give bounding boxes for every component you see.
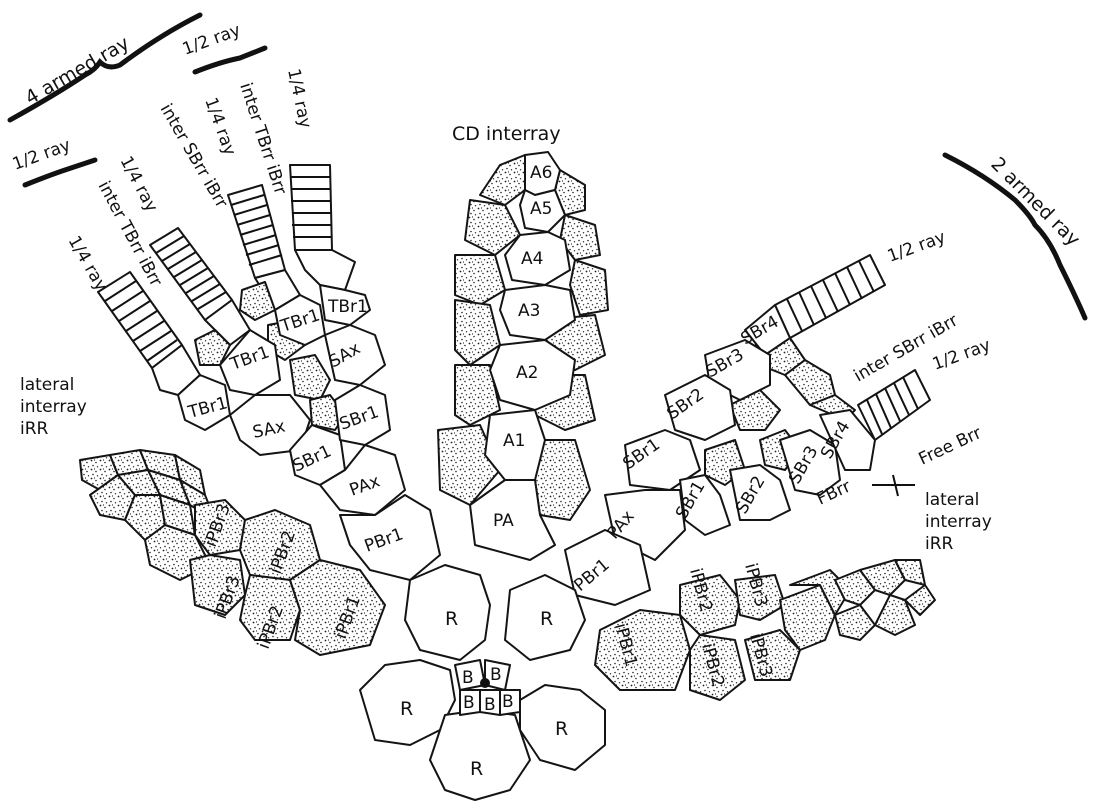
left-free-arm-1	[97, 271, 183, 369]
half-ray-right-label: 1/2 ray	[885, 227, 948, 266]
plate-A5	[519, 189, 566, 233]
plate-label: B	[463, 693, 475, 713]
two-armed-ray-label: 2 armed ray	[986, 153, 1084, 251]
calyx-base: R R R R R B B B B B	[359, 564, 606, 801]
plate-R	[404, 564, 491, 661]
plate-SBr2	[664, 374, 736, 441]
cd-side-plate	[464, 199, 521, 256]
four-armed-ray-bracket	[7, 12, 203, 123]
plate-SBr2	[729, 464, 791, 521]
plate-label: B	[484, 695, 496, 715]
plate-label: A1	[503, 431, 525, 451]
plate-iPBr1	[594, 609, 691, 691]
plate-iPBr2	[689, 634, 746, 701]
half-ray-left-bracket	[22, 157, 98, 188]
plate-SBr4	[744, 304, 791, 356]
plate-R	[359, 659, 456, 746]
plate-label: A6	[530, 163, 552, 183]
plate-R	[519, 684, 606, 771]
right-lateral-interray: iPBr3 iPBr2 iPBr1 iPBr2 iPBr3	[594, 559, 936, 701]
cd-side-plate	[437, 424, 501, 506]
inter-tbrr-label: inter TBrr iBrr	[235, 80, 290, 197]
interbrachial-plate	[239, 281, 276, 321]
left-free-arm-4	[289, 164, 333, 251]
plate-label: PA	[493, 511, 514, 531]
cd-side-plate	[454, 299, 501, 366]
central-node	[480, 678, 490, 688]
plate-label: B	[502, 692, 514, 712]
plate-label: R	[540, 608, 553, 630]
cd-side-plate	[454, 364, 501, 426]
plate-SBr1	[624, 429, 701, 491]
quarter-ray-label: 1/4 ray	[283, 67, 315, 130]
plate-PAx	[319, 444, 406, 516]
lateral-interray-left-line2: interray	[20, 397, 87, 417]
plate-label: A5	[530, 199, 552, 219]
cd-side-plate	[559, 214, 601, 261]
plate-SBr3	[779, 429, 841, 496]
interbrachial-plate	[194, 329, 231, 366]
plate-R	[504, 574, 586, 661]
plate-iPBr3	[744, 629, 801, 681]
plate-label: R	[400, 698, 413, 720]
cd-side-plate	[454, 254, 506, 306]
left-arm-system: TBr1 TBr1 TBr1 TBr1 SAx SAx SBr1 SBr1 PA…	[97, 164, 441, 581]
plate-TBr1	[219, 329, 281, 396]
half-ray-top-bracket	[192, 45, 268, 75]
half-ray-right-label: 1/2 ray	[930, 335, 993, 374]
lateral-interray-right-line2: interray	[925, 512, 992, 532]
brachial-plate	[294, 249, 356, 291]
plate-SBr1	[679, 474, 731, 536]
lateral-interray-left-line1: lateral	[20, 375, 74, 395]
right-free-arm-2	[857, 369, 931, 441]
plate-label: B	[490, 665, 502, 685]
cd-interray-label: CD interray	[452, 123, 561, 145]
plate-PBr1	[339, 494, 441, 581]
cd-side-plate	[569, 259, 609, 316]
plate-label: A3	[518, 301, 540, 321]
plate-label: TBr1	[327, 297, 368, 317]
two-armed-ray-bracket	[942, 152, 1088, 321]
quarter-ray-label: 1/4 ray	[200, 95, 239, 158]
cd-side-plate	[479, 154, 526, 206]
plate-iPBr2	[239, 574, 301, 641]
left-free-arm-3	[227, 184, 286, 279]
plate-A2	[489, 339, 576, 411]
cd-interray: A6 A5 A4 A3 A2 A1 PA	[437, 151, 609, 561]
half-ray-top-label: 1/2 ray	[180, 20, 243, 59]
plate-SAx	[324, 324, 386, 386]
right-arm-system: SBr4 SBr3 SBr2 SBr1 SBr1 SBr2 SBr3 SBr4 …	[564, 254, 931, 606]
plate-label: R	[470, 758, 483, 780]
plate-iPBr2	[679, 574, 741, 636]
plate-R	[429, 709, 531, 801]
lateral-interray-right-line3: iRR	[925, 534, 954, 554]
plate-label: R	[445, 608, 458, 630]
plate-iPBr3	[734, 574, 786, 621]
plate-SBr4	[819, 409, 876, 471]
plate-TBr1	[319, 284, 371, 326]
plate-SBr1	[334, 384, 391, 446]
plate-A4	[504, 231, 571, 286]
right-free-arm-1	[774, 254, 886, 339]
lateral-interray-left-line3: iRR	[20, 419, 49, 439]
plate-label: R	[555, 718, 568, 740]
left-lateral-interray: iPBr3 iPBr2 iPBr3 iPBr2 iPBr1	[79, 449, 386, 656]
lateral-interray-right-line1: lateral	[925, 490, 979, 510]
free-brr-marker	[872, 474, 915, 497]
plate-label: A4	[521, 249, 543, 269]
plate-iPBr1	[289, 559, 386, 656]
plate-A3	[499, 284, 576, 341]
quarter-ray-label: 1/4 ray	[64, 233, 111, 295]
plate-label: A2	[516, 363, 538, 383]
plate-label: B	[462, 668, 474, 688]
plate-B	[479, 689, 501, 716]
four-armed-ray-label: 4 armed ray	[22, 32, 134, 109]
free-brr-label: Free Brr	[916, 423, 985, 469]
interbrachial-plate	[289, 354, 331, 401]
plate-PA	[469, 479, 556, 561]
